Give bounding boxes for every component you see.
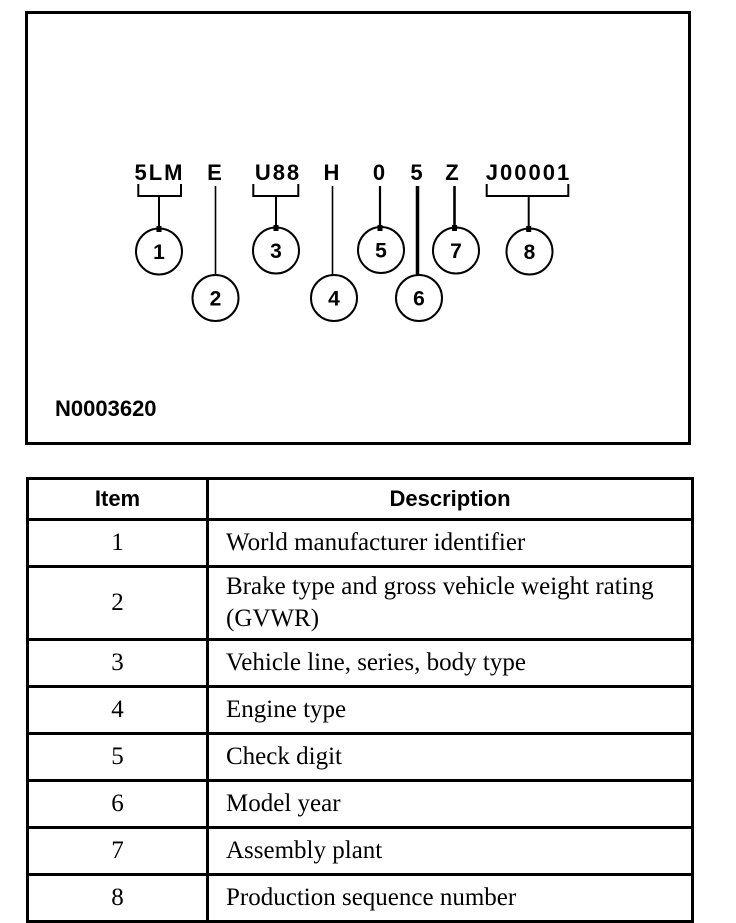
- bracket: [252, 184, 300, 197]
- callout-circle: [252, 226, 300, 275]
- table-row: 6 Model year: [26, 779, 694, 829]
- callout-circle: [395, 274, 443, 322]
- callout-number: 3: [270, 240, 282, 263]
- table-row: 8 Production sequence number: [26, 873, 694, 923]
- callout-number: 7: [450, 240, 462, 263]
- item-description: Vehicle line, series, body type: [206, 638, 694, 688]
- callout-circle: [432, 226, 480, 275]
- vin-segment-8: J00001 8: [485, 160, 571, 276]
- item-description: World manufacturer identifier: [206, 518, 694, 568]
- item-description: Assembly plant: [206, 826, 694, 876]
- vin-segment-text: J00001: [486, 160, 571, 185]
- vin-segment-text: U88: [255, 160, 301, 185]
- callout-circle: [191, 274, 240, 322]
- item-description: Check digit: [206, 732, 694, 782]
- table-row: 5 Check digit: [26, 732, 694, 782]
- table-row: 4 Engine type: [26, 685, 694, 735]
- vin-segment-1: 5LM 1: [135, 160, 185, 276]
- vin-segment-text: 5: [410, 160, 424, 185]
- callout-number: 4: [328, 288, 340, 311]
- bracket: [485, 184, 570, 197]
- vin-segment-3: U88 3: [252, 160, 301, 275]
- vin-segment-6: 5 6: [395, 160, 443, 322]
- item-description: Brake type and gross vehicle weight rati…: [206, 565, 694, 641]
- vin-segment-text: H: [324, 160, 342, 185]
- table-row: 1 World manufacturer identifier: [26, 518, 694, 568]
- vin-diagram: 5LM 1 E 2 U88 3 H 4: [55, 160, 571, 421]
- callout-number: 8: [524, 241, 536, 264]
- item-description: Production sequence number: [206, 873, 694, 923]
- bracket: [137, 184, 182, 197]
- item-number: 6: [26, 779, 209, 829]
- vin-figure-box: 5LM 1 E 2 U88 3 H 4: [25, 11, 691, 445]
- table-row: 3 Vehicle line, series, body type: [26, 638, 694, 688]
- callout-number: 1: [153, 241, 165, 264]
- callout-circle: [135, 227, 183, 276]
- item-number: 3: [26, 638, 209, 688]
- callout-number: 5: [375, 240, 387, 263]
- callout-number: 6: [413, 288, 425, 311]
- vin-segment-4: H 4: [310, 160, 358, 322]
- callout-circle: [505, 227, 554, 276]
- callout-circle: [357, 226, 405, 274]
- callout-circle: [310, 274, 358, 322]
- vin-legend-table: Item Description 1 World manufacturer id…: [26, 477, 694, 923]
- vin-segment-text: E: [207, 160, 224, 185]
- item-number: 2: [26, 565, 209, 641]
- column-header-description: Description: [206, 477, 694, 521]
- vin-segment-text: 0: [373, 160, 387, 185]
- item-number: 4: [26, 685, 209, 735]
- table-header-row: Item Description: [26, 477, 694, 521]
- table-row: 7 Assembly plant: [26, 826, 694, 876]
- item-description: Engine type: [206, 685, 694, 735]
- vin-segment-text: 5LM: [135, 160, 185, 185]
- figure-code: N0003620: [55, 396, 157, 421]
- callout-number: 2: [210, 288, 222, 311]
- vin-segment-text: Z: [445, 160, 460, 185]
- vin-segment-5: 0 5: [357, 160, 405, 274]
- vin-segment-7: Z 7: [432, 160, 480, 275]
- table-row: 2 Brake type and gross vehicle weight ra…: [26, 565, 694, 641]
- item-number: 5: [26, 732, 209, 782]
- vin-segment-2: E 2: [191, 160, 240, 322]
- item-description: Model year: [206, 779, 694, 829]
- item-number: 8: [26, 873, 209, 923]
- item-number: 7: [26, 826, 209, 876]
- column-header-item: Item: [26, 477, 209, 521]
- item-number: 1: [26, 518, 209, 568]
